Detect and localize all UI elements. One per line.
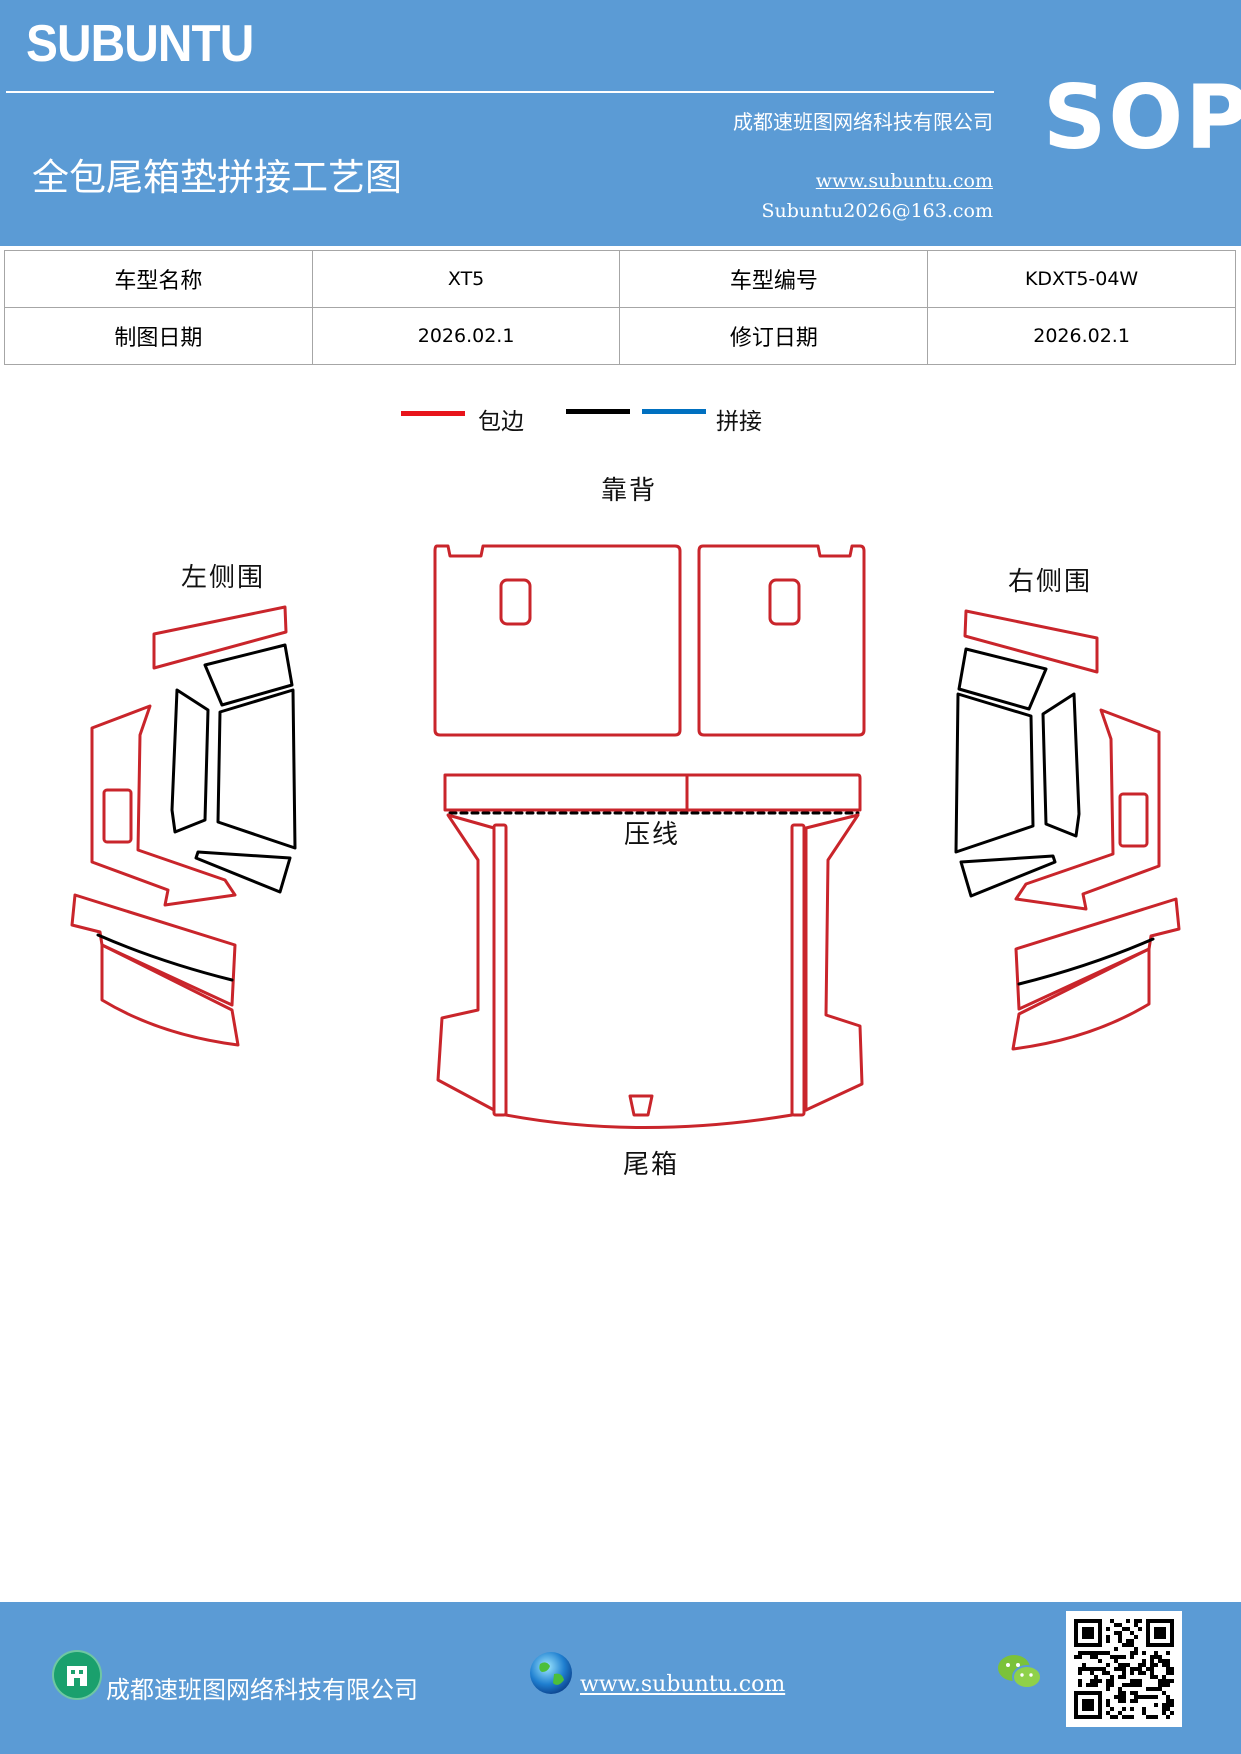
footer-website-link[interactable]: www.subuntu.com	[580, 1672, 786, 1697]
header-divider	[6, 91, 994, 93]
left-side-outer	[90, 704, 237, 907]
legend-black-swatch	[566, 409, 630, 414]
trunk-label: 尾箱	[623, 1150, 680, 1180]
backrest-right-cutout	[768, 578, 801, 626]
right-side-tab	[1118, 792, 1149, 848]
legend-binding-label: 包边	[478, 409, 524, 435]
right-side-label: 右侧围	[1008, 567, 1093, 597]
company-name: 成都速班图网络科技有限公司	[733, 110, 993, 134]
right-side-piece-d	[959, 854, 1057, 898]
brand-logo: SUBUNTU	[26, 15, 254, 73]
sop-badge: SOP	[1043, 66, 1241, 169]
document-title: 全包尾箱垫拼接工艺图	[32, 156, 402, 199]
left-side-piece-a	[203, 643, 294, 707]
left-side-lower-split	[96, 933, 234, 982]
trunk-left-wing	[436, 813, 496, 1112]
trunk-notch	[628, 1094, 654, 1117]
right-side-top	[963, 609, 1099, 674]
trunk-main-floor	[504, 826, 794, 1129]
footer-company-name: 成都速班图网络科技有限公司	[106, 1676, 418, 1704]
revise-date-value: 2026.02.1	[927, 307, 1236, 365]
model-code-value: KDXT5-04W	[927, 250, 1236, 308]
trunk-upper-strip	[443, 773, 862, 812]
website-link[interactable]: www.subuntu.com	[815, 170, 993, 192]
left-side-piece-c	[216, 688, 297, 850]
right-side-bottom	[1011, 947, 1151, 1051]
left-side-tab	[102, 788, 133, 844]
trunk-right-wing	[804, 813, 864, 1112]
left-side-top	[152, 605, 288, 670]
trunk-right-rail	[790, 823, 806, 1117]
right-side-lower-split	[1017, 937, 1155, 986]
right-side-piece-a	[957, 647, 1048, 711]
email-address[interactable]: Subuntu2026@163.com	[761, 200, 993, 222]
backrest-label: 靠背	[601, 476, 658, 506]
wechat-icon[interactable]	[996, 1652, 1044, 1694]
right-side-piece-b	[1041, 692, 1081, 838]
legend-binding-swatch	[401, 411, 465, 416]
model-code-label: 车型编号	[619, 250, 929, 308]
right-side-piece-c	[954, 692, 1035, 854]
crease-label: 压线	[624, 820, 681, 850]
right-side-lower	[1014, 897, 1181, 1011]
right-side-outer	[1014, 708, 1161, 911]
left-side-piece-b	[170, 688, 210, 834]
trunk-left-rail	[492, 823, 508, 1117]
left-side-label: 左侧围	[181, 563, 266, 593]
revise-date-label: 修订日期	[619, 307, 929, 365]
table-row: 制图日期 2026.02.1 修订日期 2026.02.1	[4, 307, 1236, 365]
model-name-label: 车型名称	[4, 250, 313, 308]
qr-code-icon	[1066, 1611, 1182, 1727]
left-side-piece-d	[194, 850, 292, 894]
table-row: 车型名称 XT5 车型编号 KDXT5-04W	[4, 250, 1236, 308]
info-table: 车型名称 XT5 车型编号 KDXT5-04W 制图日期 2026.02.1 修…	[4, 250, 1236, 365]
building-icon	[54, 1652, 100, 1698]
left-side-bottom	[100, 943, 240, 1047]
globe-icon	[528, 1650, 574, 1696]
backrest-left-panel	[433, 544, 682, 737]
backrest-right-panel	[697, 544, 866, 737]
draw-date-value: 2026.02.1	[311, 307, 621, 365]
legend-splice-label: 拼接	[716, 409, 762, 435]
model-name-value: XT5	[311, 250, 621, 308]
header-banner	[0, 0, 1241, 246]
backrest-left-cutout	[499, 578, 532, 626]
legend-splice-swatch	[642, 409, 706, 414]
left-side-lower	[70, 893, 237, 1007]
draw-date-label: 制图日期	[4, 307, 313, 365]
